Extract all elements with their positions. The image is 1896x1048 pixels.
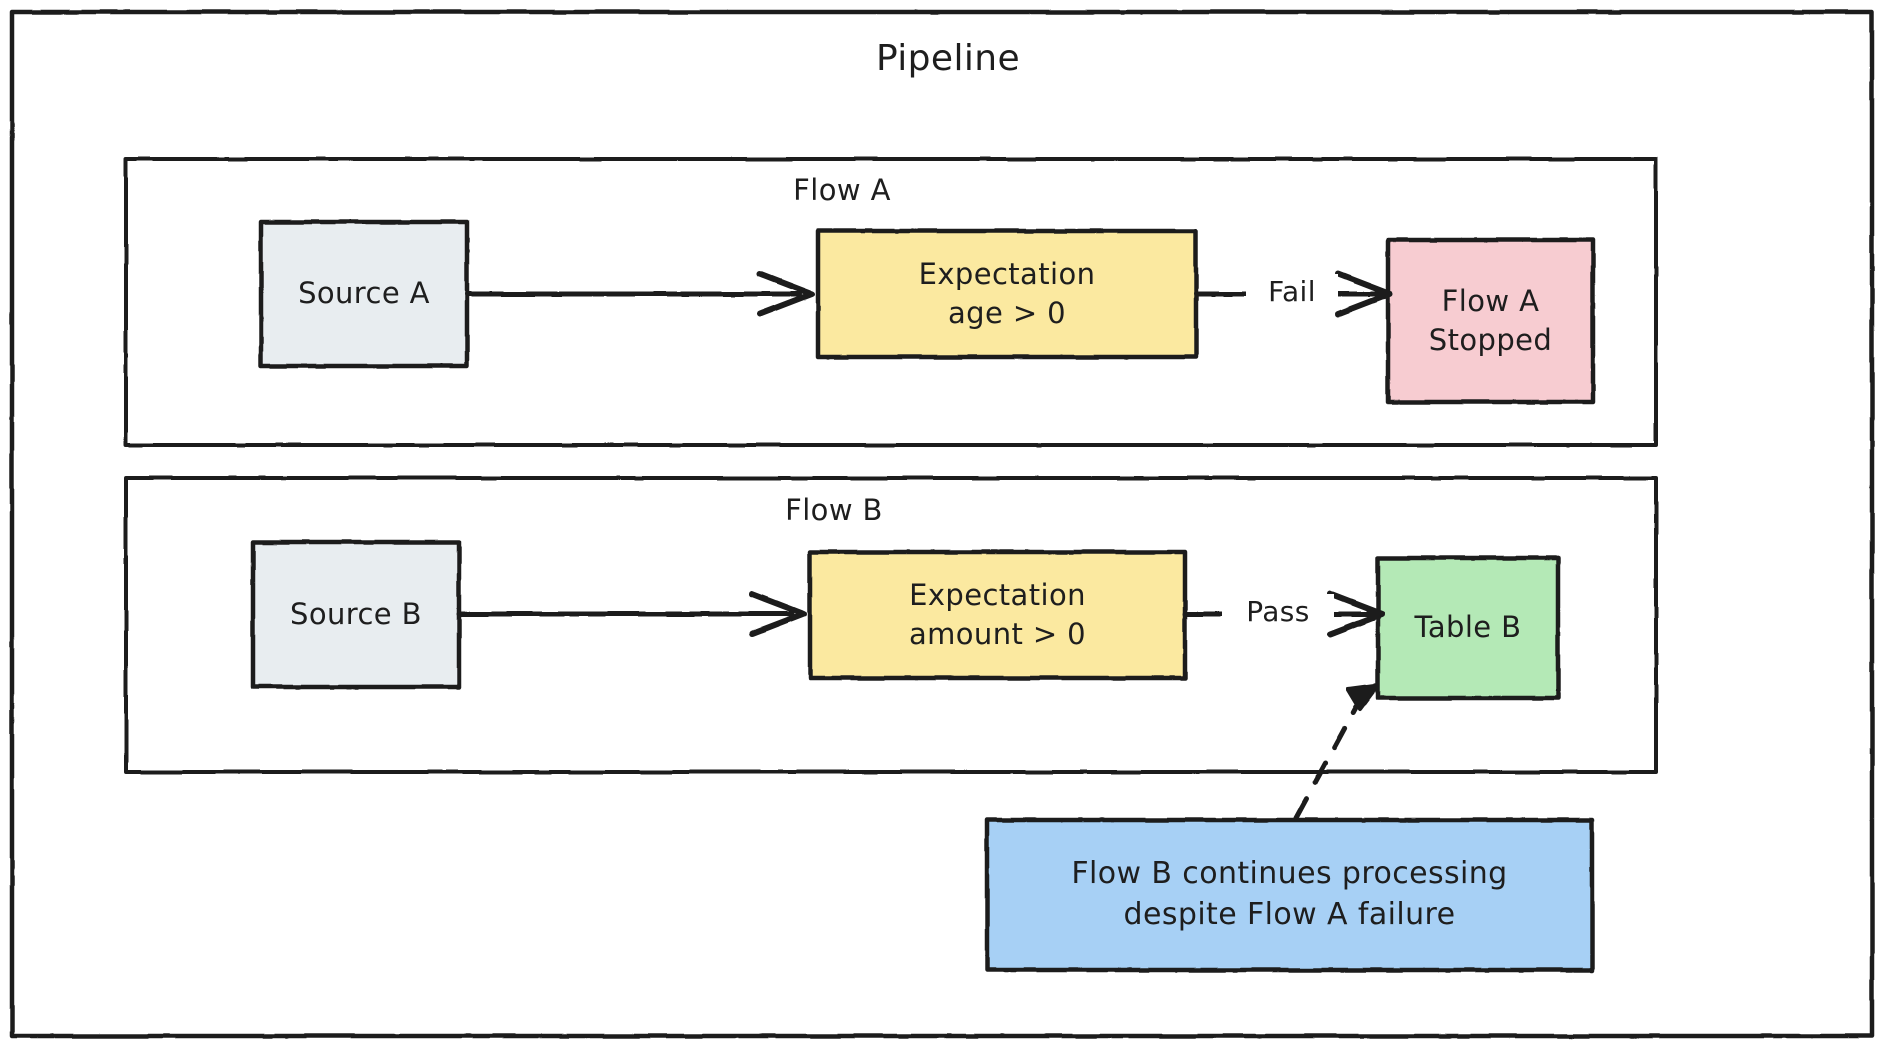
edge-source-a-to-expectation-a-arrowhead xyxy=(757,271,815,317)
note-flow-b[interactable]: Flow B continues processing despite Flow… xyxy=(987,820,1592,970)
edge-label-pass: Pass xyxy=(1222,594,1334,631)
node-flow-a-stopped[interactable]: Flow A Stopped xyxy=(1388,240,1593,402)
node-table-b-label: Table B xyxy=(1414,610,1522,645)
node-expectation-a-label-line2: age > 0 xyxy=(947,296,1066,330)
node-flow-a-stopped-label-line2: Stopped xyxy=(1428,323,1553,357)
note-flow-b-line2: despite Flow A failure xyxy=(1123,897,1456,932)
edge-label-fail: Fail xyxy=(1246,274,1338,311)
node-expectation-b-label-line1: Expectation xyxy=(909,577,1086,612)
node-source-b-shape[interactable] xyxy=(250,539,462,690)
node-table-b-shape[interactable] xyxy=(1375,555,1561,701)
node-flow-a-stopped-shape[interactable] xyxy=(1385,237,1596,405)
node-expectation-a-label-line1: Expectation xyxy=(918,256,1096,291)
node-expectation-b-label-line2: amount > 0 xyxy=(908,617,1087,651)
note-flow-b-shape[interactable] xyxy=(984,817,1595,973)
edge-source-b-to-expectation-b-arrowhead xyxy=(749,591,807,637)
node-flow-a-stopped-label-line1: Flow A xyxy=(1441,283,1540,318)
node-expectation-b-shape[interactable] xyxy=(807,549,1188,681)
page-title: Pipeline xyxy=(875,38,1021,79)
node-source-a[interactable]: Source A xyxy=(261,222,467,366)
note-flow-b-line1: Flow B continues processing xyxy=(1071,856,1508,892)
pipeline-container-border xyxy=(9,9,1875,1039)
edge-note-to-table-b-dashed xyxy=(1293,697,1363,821)
node-table-b[interactable]: Table B xyxy=(1378,558,1558,698)
node-expectation-a[interactable]: Expectation age > 0 xyxy=(818,231,1196,357)
flow-b-container-label: Flow B xyxy=(785,493,883,527)
edge-note-to-table-b-arrowhead xyxy=(1346,683,1380,711)
node-source-a-label: Source A xyxy=(298,276,430,311)
node-expectation-a-shape[interactable] xyxy=(815,228,1199,360)
edge-expectation-b-to-table-b-arrowhead xyxy=(1327,591,1385,637)
node-expectation-b[interactable]: Expectation amount > 0 xyxy=(810,552,1185,678)
flow-a-container-label: Flow A xyxy=(793,173,891,207)
node-source-b[interactable]: Source B xyxy=(253,542,459,687)
edge-expectation-a-to-flow-a-stopped-arrowhead xyxy=(1335,271,1393,317)
node-source-a-shape[interactable] xyxy=(258,219,470,369)
node-source-b-label: Source B xyxy=(290,596,422,631)
